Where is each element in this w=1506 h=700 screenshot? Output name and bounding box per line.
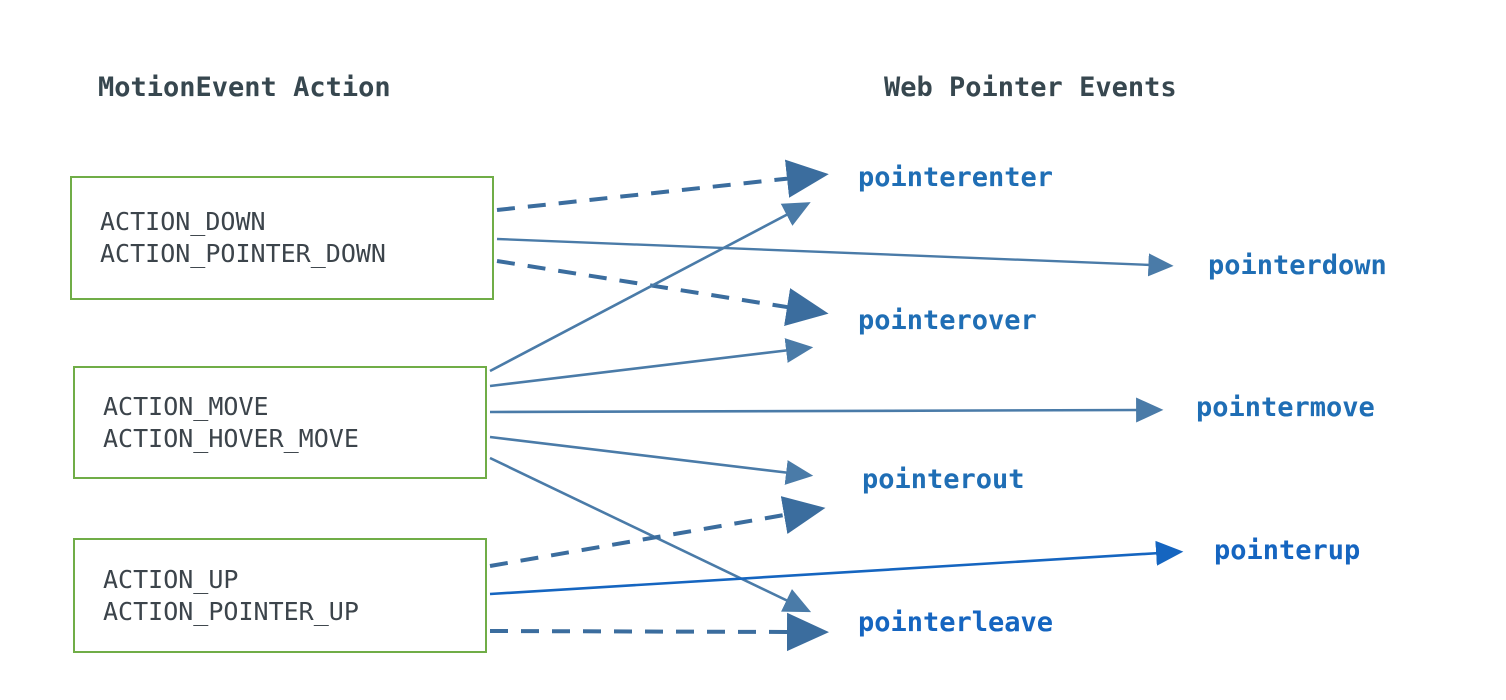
edge-action-move-to-pointerenter — [489, 202, 811, 373]
column-header-web-pointer-events: Web Pointer Events — [884, 72, 1177, 103]
pointerover-label: pointerover — [858, 305, 1037, 336]
pointerout-label: pointerout — [862, 464, 1025, 495]
action-move-label-1: ACTION_MOVE — [103, 391, 269, 421]
edge-action-down-to-pointerdown — [496, 237, 1174, 277]
action-up-label-1: ACTION_UP — [103, 564, 239, 594]
edge-action-move-to-pointerout — [489, 435, 814, 485]
edge-action-up-to-pointerout — [489, 496, 826, 568]
edge-action-move-to-pointerleave — [489, 456, 812, 613]
edge-action-move-to-pointermove — [489, 397, 1164, 423]
action-down-label-1: ACTION_DOWN — [100, 207, 266, 236]
pointerenter-label: pointerenter — [858, 162, 1054, 193]
edge-action-move-to-pointerover — [489, 338, 814, 388]
pointerdown-label: pointerdown — [1208, 250, 1387, 281]
pointerleave-label: pointerleave — [858, 607, 1054, 638]
action-up-box[interactable]: ACTION_UP ACTION_POINTER_UP — [73, 538, 487, 653]
action-move-label-2: ACTION_HOVER_MOVE — [103, 423, 359, 453]
action-up-label-2: ACTION_POINTER_UP — [103, 596, 359, 626]
action-down-box[interactable]: ACTION_DOWN ACTION_POINTER_DOWN — [70, 176, 494, 300]
edge-action-down-to-pointerover — [496, 259, 829, 327]
action-down-label-2: ACTION_POINTER_DOWN — [100, 239, 386, 268]
edge-action-up-to-pointerleave — [489, 612, 829, 652]
pointerup-label: pointerup — [1214, 535, 1361, 566]
pointermove-label: pointermove — [1196, 392, 1375, 423]
edge-action-up-to-pointerup — [489, 540, 1184, 596]
action-move-box[interactable]: ACTION_MOVE ACTION_HOVER_MOVE — [73, 366, 487, 479]
edge-action-down-to-pointerenter — [496, 159, 829, 212]
column-header-motionevent-action: MotionEvent Action — [98, 72, 391, 103]
